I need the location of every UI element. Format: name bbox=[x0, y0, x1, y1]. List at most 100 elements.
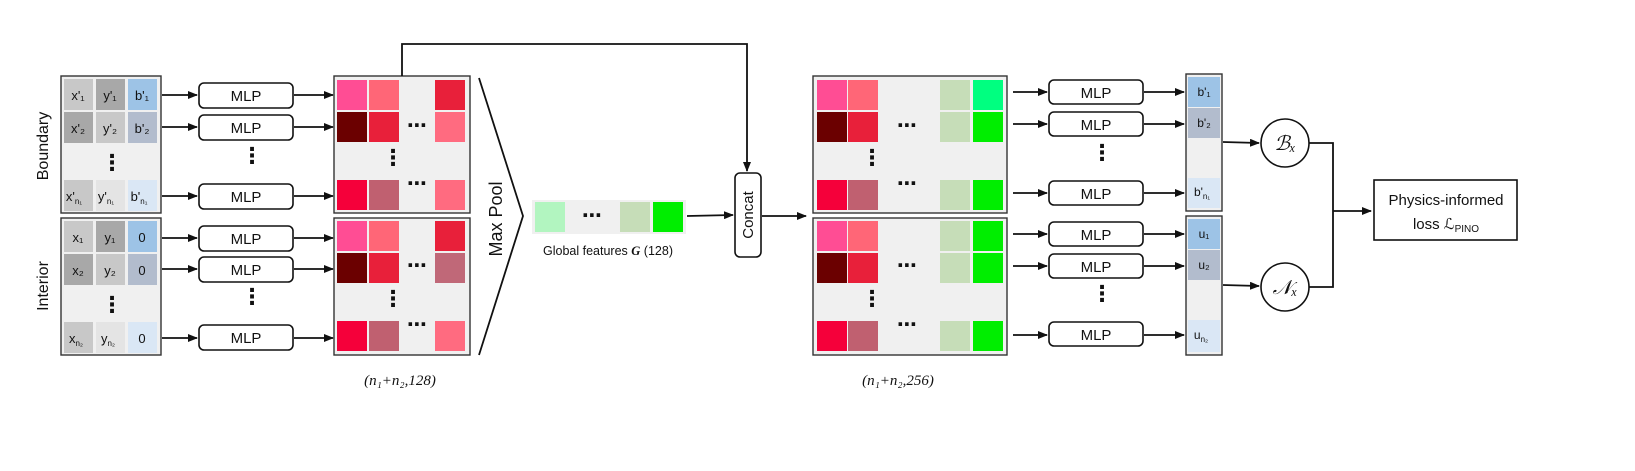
interior-to-nx-arrow bbox=[1222, 281, 1260, 290]
output-b2: b'₂ bbox=[1197, 116, 1211, 130]
vdots: ⋮ bbox=[382, 286, 404, 311]
boundary-cell-b2: b'₂ bbox=[135, 121, 150, 136]
output-u1: u₁ bbox=[1199, 227, 1210, 241]
hdots: ⋯ bbox=[407, 255, 427, 277]
hdots: ⋯ bbox=[897, 173, 917, 195]
boundary-cell-y2: y'₂ bbox=[103, 121, 117, 136]
boundary-output-column: b'₁ b'₂ b'n₁ bbox=[1185, 73, 1223, 212]
dim-label-128: (n₁+n₂,128) bbox=[364, 373, 436, 389]
output-b1: b'₁ bbox=[1197, 85, 1210, 99]
boundary-vdots: ⋮ bbox=[101, 150, 123, 175]
mlp-box bbox=[198, 114, 294, 141]
mlp-label: MLP bbox=[231, 120, 262, 137]
interior-cell-x2: x₂ bbox=[72, 263, 84, 278]
mlp-box bbox=[198, 225, 294, 252]
concat-label: Concat bbox=[740, 190, 757, 238]
mlp-vdots: ⋮ bbox=[241, 284, 263, 309]
feature-matrix-256: ⋯ ⋯ ⋮ ⋯ ⋯ ⋮ bbox=[812, 75, 1008, 356]
concat-box bbox=[734, 172, 762, 258]
operators-merge-lines bbox=[1309, 142, 1334, 288]
mlp-label: MLP bbox=[231, 88, 262, 105]
mlp-label: MLP bbox=[231, 231, 262, 248]
output-un: un₂ bbox=[1194, 328, 1208, 344]
boundary-cell-yn: y'n₁ bbox=[98, 189, 114, 206]
interior-cell-y2: y₂ bbox=[104, 263, 116, 278]
vdots: ⋮ bbox=[861, 145, 883, 170]
mlp-label: MLP bbox=[1081, 117, 1112, 134]
mlp-box bbox=[1048, 79, 1144, 105]
max-pool-label: Max Pool bbox=[486, 181, 506, 256]
interior-cell-0n: 0 bbox=[138, 331, 145, 346]
mlp-label: MLP bbox=[231, 189, 262, 206]
mlp-to-output-arrows bbox=[1144, 88, 1185, 339]
boundary-to-bx-arrow bbox=[1222, 138, 1260, 147]
boundary-cell-b1: b'₁ bbox=[135, 88, 150, 103]
dim-label-256: (n₁+n₂,256) bbox=[862, 373, 934, 389]
mlp-label: MLP bbox=[231, 330, 262, 347]
feature-matrix-128: ⋯ ⋯ ⋮ ⋯ ⋯ ⋮ bbox=[333, 75, 471, 356]
mlp-box bbox=[1048, 180, 1144, 206]
loss-line1: Physics-informed bbox=[1388, 192, 1503, 209]
vdots: ⋮ bbox=[861, 286, 883, 311]
global-to-concat-arrow bbox=[686, 211, 734, 220]
interior-cell-y1: y₁ bbox=[105, 230, 117, 245]
mlp-box bbox=[1048, 321, 1144, 347]
boundary-cell-y1: y'₁ bbox=[103, 88, 117, 103]
nx-label: 𝒩ₓ bbox=[1273, 277, 1298, 299]
mlp-box bbox=[198, 183, 294, 210]
output-u2: u₂ bbox=[1198, 258, 1210, 272]
boundary-cell-bn: b'n₁ bbox=[131, 189, 148, 206]
global-features-caption: Global features G (128) bbox=[543, 244, 673, 258]
bx-label: ℬₓ bbox=[1274, 133, 1295, 155]
global-features-vector: ⋯ bbox=[532, 200, 686, 234]
interior-cell-02: 0 bbox=[138, 263, 145, 278]
interior-label: Interior bbox=[35, 260, 52, 310]
boundary-input-table: x'₁ y'₁ b'₁ x'₂ y'₂ b'₂ ⋮ x'n₁ y'n₁ b'n₁ bbox=[64, 79, 157, 211]
interior-input-table: x₁ y₁ 0 x₂ y₂ 0 ⋮ xn₂ yn₂ 0 bbox=[64, 221, 157, 353]
interior-cell-01: 0 bbox=[138, 230, 145, 245]
mlp-vdots: ⋮ bbox=[1091, 281, 1113, 306]
mlp-label: MLP bbox=[1081, 327, 1112, 344]
mlp-to-features-arrows bbox=[294, 91, 334, 342]
mlp-column-2: MLP MLP ⋮ MLP MLP MLP ⋮ MLP bbox=[1048, 79, 1144, 347]
interior-vdots: ⋮ bbox=[101, 292, 123, 317]
hdots: ⋯ bbox=[897, 115, 917, 137]
vdots: ⋮ bbox=[382, 145, 404, 170]
loss-line2: loss ℒPINO bbox=[1413, 216, 1479, 235]
hdots: ⋯ bbox=[407, 173, 427, 195]
pde-operator: 𝒩ₓ bbox=[1260, 262, 1310, 312]
mlp-box bbox=[198, 324, 294, 351]
boundary-cell-x2: x'₂ bbox=[71, 121, 85, 136]
hdots: ⋯ bbox=[897, 314, 917, 336]
mlp-label: MLP bbox=[1081, 186, 1112, 203]
interior-cell-x1: x₁ bbox=[73, 230, 85, 245]
skip-connection-arrow bbox=[401, 43, 751, 172]
mlp-box bbox=[1048, 111, 1144, 137]
output-bn: b'n₁ bbox=[1194, 185, 1210, 201]
hdots: ⋯ bbox=[407, 314, 427, 336]
interior-cell-yn: yn₂ bbox=[101, 331, 115, 348]
mlp-label: MLP bbox=[231, 262, 262, 279]
hdots: ⋯ bbox=[407, 115, 427, 137]
interior-cell-xn: xn₂ bbox=[69, 331, 83, 348]
boundary-label: Boundary bbox=[35, 112, 52, 181]
mlp-box bbox=[198, 82, 294, 109]
max-pool: Max Pool bbox=[478, 77, 524, 356]
mlp-box bbox=[1048, 221, 1144, 247]
interior-output-column: u₁ u₂ un₂ bbox=[1185, 215, 1223, 356]
loss-box bbox=[1373, 179, 1518, 241]
hdots: ⋯ bbox=[897, 255, 917, 277]
input-to-mlp-arrows bbox=[162, 91, 198, 342]
boundary-cell-xn: x'n₁ bbox=[66, 189, 82, 206]
mlp-box bbox=[198, 256, 294, 283]
mlp-label: MLP bbox=[1081, 259, 1112, 276]
features-to-mlp-arrows bbox=[1013, 88, 1048, 339]
boundary-operator: ℬₓ bbox=[1260, 118, 1310, 168]
mlp-vdots: ⋮ bbox=[241, 143, 263, 168]
mlp-box bbox=[1048, 253, 1144, 279]
mlp-column-1: MLP MLP ⋮ MLP MLP MLP ⋮ MLP bbox=[198, 82, 294, 351]
hdots: ⋯ bbox=[582, 205, 602, 227]
mlp-label: MLP bbox=[1081, 227, 1112, 244]
mlp-vdots: ⋮ bbox=[1091, 140, 1113, 165]
